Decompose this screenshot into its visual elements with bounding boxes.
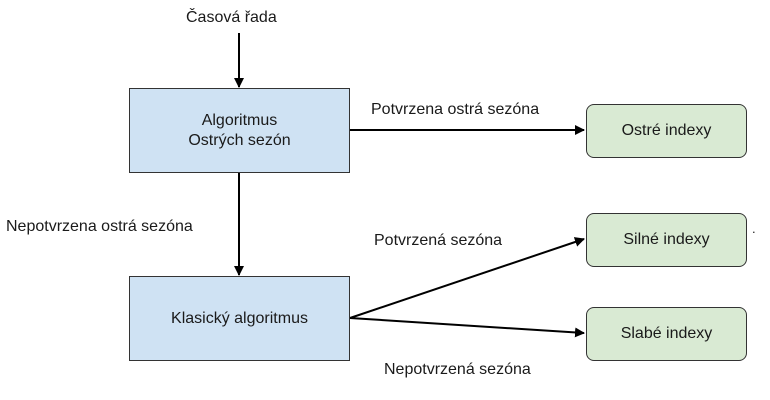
edge-label-unconfirmed-sharp-season: Nepotvrzena ostrá sezóna [6, 218, 193, 235]
sharp-seasons-algorithm-line2: Ostrých sezón [188, 131, 291, 149]
stray-dot-mark: . [752, 221, 756, 236]
weak-indexes-box: Slabé indexy [586, 307, 747, 361]
strong-indexes-box: Silné indexy [586, 213, 747, 267]
input-label: Časová řada [186, 9, 277, 26]
sharp-indexes-box: Ostré indexy [586, 104, 747, 158]
edge-label-confirmed-sharp-season: Potvrzena ostrá sezóna [371, 101, 540, 118]
classic-algorithm-label: Klasický algoritmus [171, 309, 308, 327]
arrow-classic-algorithm-to-strong-indexes [349, 237, 585, 319]
edge-label-unconfirmed-season: Nepotvrzená sezóna [384, 361, 531, 378]
arrow-classic-algorithm-to-weak-indexes [349, 317, 585, 338]
edge-label-confirmed-season: Potvrzená sezóna [374, 232, 503, 249]
classic-algorithm-box: Klasický algoritmus [129, 276, 350, 361]
sharp-seasons-algorithm-line1: Algoritmus [201, 111, 278, 129]
sharp-indexes-label: Ostré indexy [621, 122, 712, 139]
strong-indexes-label: Silné indexy [623, 231, 710, 248]
sharp-seasons-algorithm-box: Algoritmus Ostrých sezón [129, 88, 350, 173]
weak-indexes-label: Slabé indexy [620, 325, 713, 342]
